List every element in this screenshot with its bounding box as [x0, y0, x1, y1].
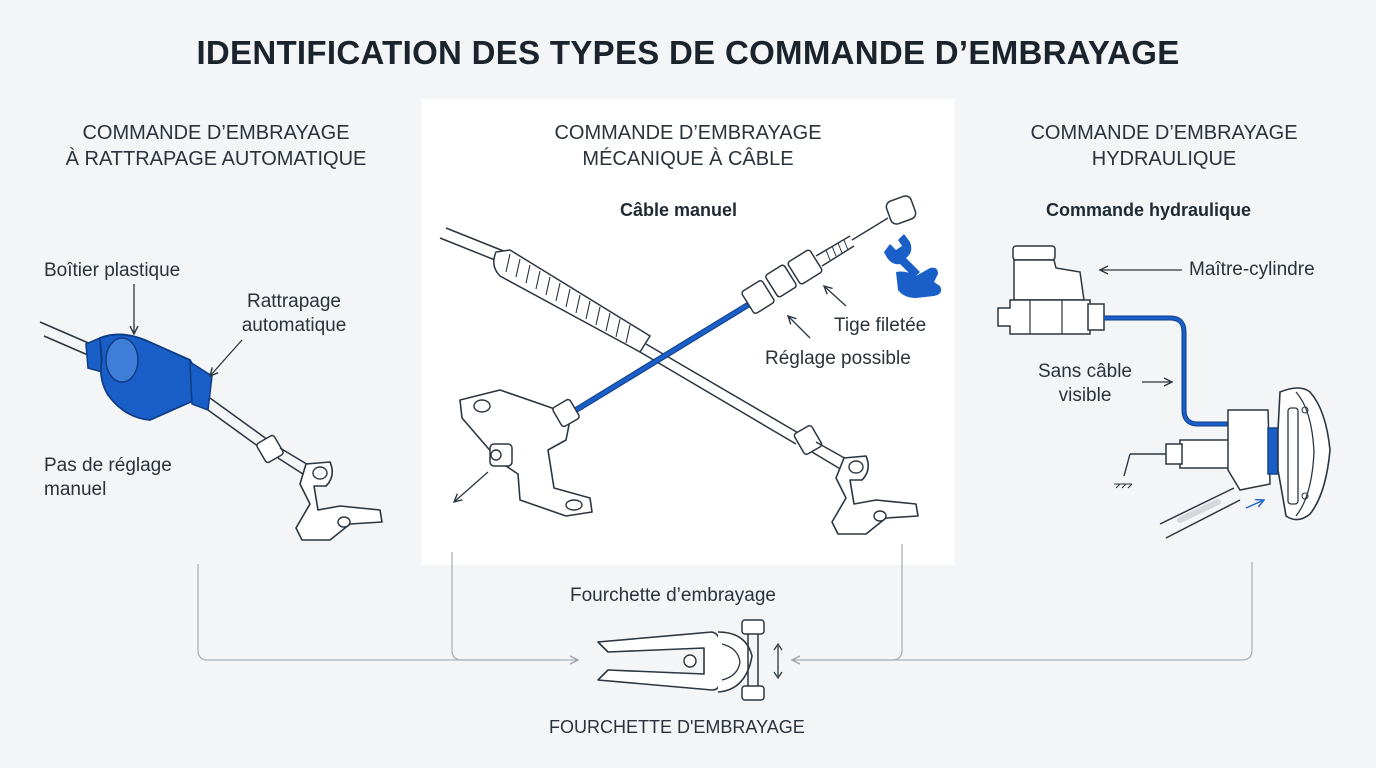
- arrow-bracket: [454, 471, 489, 502]
- center-subtitle: Câble manuel: [620, 200, 738, 220]
- hydraulic-assembly: [997, 245, 1331, 539]
- label-sans-line1: Sans câble: [1037, 361, 1132, 382]
- center-panel-title-line1: COMMANDE D’EMBRAYAGE: [554, 122, 822, 144]
- self-adjusting-cable-assembly: [39, 321, 383, 541]
- left-panel-title: COMMANDE D’EMBRAYAGE À RATTRAPAGE AUTOMA…: [36, 120, 396, 172]
- wrench-hand-icon: [884, 234, 942, 298]
- connector-lines: [197, 544, 1253, 660]
- left-panel-title-line1: COMMANDE D’EMBRAYAGE: [82, 122, 350, 144]
- label-rattrapage-line2: automatique: [241, 315, 347, 336]
- clutch-fork-illustration: [597, 619, 765, 701]
- center-panel-background: [422, 99, 954, 565]
- mechanical-cable-assembly: [439, 195, 919, 535]
- label-sans-cable-visible: Sans câble visible: [1030, 360, 1140, 408]
- center-panel-title: COMMANDE D’EMBRAYAGE MÉCANIQUE À CÂBLE: [508, 120, 868, 172]
- arrow-rattrapage: [210, 339, 243, 376]
- label-boitier-plastique: Boîtier plastique: [44, 260, 181, 281]
- right-subtitle: Commande hydraulique: [1046, 200, 1252, 220]
- arrow-tige: [824, 286, 847, 307]
- label-pas-de-reglage: Pas de réglage manuel: [44, 454, 172, 502]
- label-rattrapage-line1: Rattrapage: [246, 291, 341, 312]
- label-tige-filetee: Tige filetée: [834, 315, 927, 336]
- label-rattrapage-automatique: Rattrapage automatique: [232, 290, 356, 338]
- right-panel-title-line2: HYDRAULIQUE: [1091, 148, 1237, 170]
- arrow-reglage: [788, 316, 811, 339]
- right-panel-title-line1: COMMANDE D’EMBRAYAGE: [1030, 122, 1298, 144]
- page-title: IDENTIFICATION DES TYPES DE COMMANDE D’E…: [196, 34, 1180, 71]
- fork-movement-arrow: [773, 642, 783, 680]
- label-maitre-cylindre: Maître-cylindre: [1189, 259, 1315, 280]
- left-panel-title-line2: À RATTRAPAGE AUTOMATIQUE: [65, 148, 367, 170]
- label-reglage-possible: Réglage possible: [765, 348, 911, 369]
- label-pas-line2: manuel: [44, 479, 107, 500]
- label-fourchette-top: Fourchette d’embrayage: [570, 585, 776, 606]
- arrow-slave-cylinder: [1245, 500, 1264, 509]
- label-sans-line2: visible: [1058, 385, 1112, 406]
- label-fourchette-bottom: FOURCHETTE D'EMBRAYAGE: [549, 717, 805, 737]
- right-panel-title: COMMANDE D’EMBRAYAGE HYDRAULIQUE: [984, 120, 1344, 172]
- label-pas-line1: Pas de réglage: [44, 455, 172, 476]
- center-panel-title-line2: MÉCANIQUE À CÂBLE: [582, 148, 794, 170]
